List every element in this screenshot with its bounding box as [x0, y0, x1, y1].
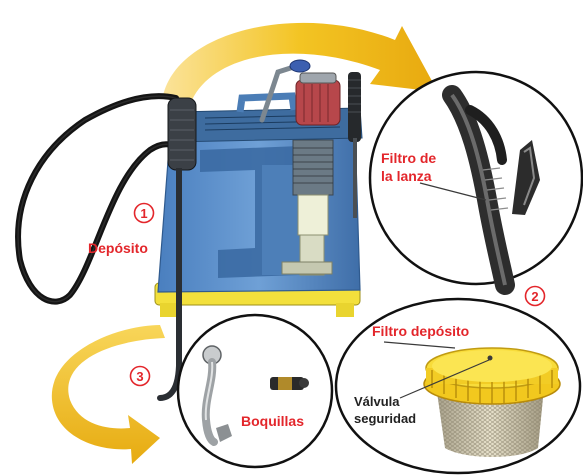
number-badge-1: 1: [133, 202, 155, 224]
lance: [157, 97, 197, 401]
nozzles-inset: [176, 313, 334, 469]
number-badge-2: 2: [524, 285, 546, 307]
tank-filter-inset: [334, 297, 582, 475]
top-arrow: [163, 22, 438, 100]
lance-filter-inset: [368, 70, 583, 295]
label-filtro-deposito: Filtro depósito: [372, 323, 470, 339]
svg-text:1: 1: [140, 206, 147, 221]
label-valvula-line2: seguridad: [354, 411, 417, 426]
svg-text:3: 3: [136, 369, 143, 384]
label-filtro-lanza-line1: Filtro de: [381, 150, 437, 166]
svg-text:2: 2: [531, 289, 538, 304]
bottom-arrow: [51, 325, 166, 464]
number-badge-3: 3: [129, 365, 151, 387]
sprayer-tank: [154, 59, 363, 317]
hose: [15, 93, 181, 305]
label-deposito: Depósito: [88, 240, 148, 256]
label-boquillas: Boquillas: [241, 413, 305, 429]
label-valvula-line1: Válvula: [354, 394, 400, 409]
label-filtro-lanza-line2: la lanza: [381, 168, 432, 184]
